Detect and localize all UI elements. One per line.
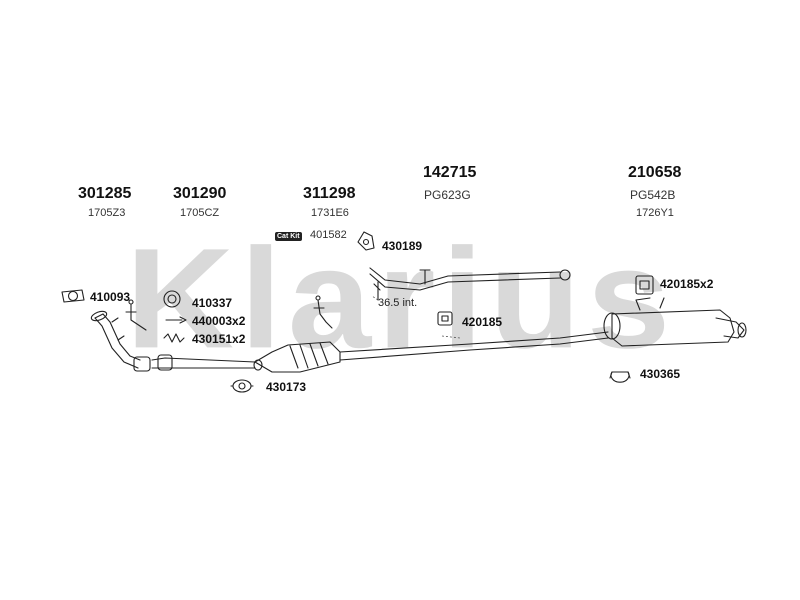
fitting-430173-label: 430173 — [266, 380, 307, 394]
oe-number-PG623G: PG623G — [424, 188, 471, 202]
fitting-410337-label: 410337 — [192, 296, 233, 310]
oe-number-1726Y1: 1726Y1 — [636, 207, 674, 219]
pipe-length-note: 36.5 int. — [378, 297, 418, 309]
part-number-311298: 311298 — [303, 185, 356, 202]
fitting-440003-label: 440003x2 — [192, 314, 246, 328]
part-number-301285: 301285 — [78, 185, 132, 202]
catalytic-converter — [253, 341, 341, 373]
gasket-410093-icon — [61, 289, 85, 303]
fitting-410093-label: 410093 — [90, 290, 131, 304]
intermediate-pipe — [151, 354, 256, 371]
cat-kit-number: 401582 — [310, 229, 347, 241]
centre-pipe — [339, 331, 609, 361]
clamp-430365-icon — [609, 371, 631, 383]
gasket-430173-icon — [230, 379, 254, 393]
fitting-420185x2-label: 420185x2 — [660, 277, 714, 291]
part-number-142715: 142715 — [423, 164, 477, 181]
fitting-430151-label: 430151x2 — [192, 332, 246, 346]
bolt-440003-icon — [165, 316, 187, 324]
rubber-420185x2-icon — [635, 275, 654, 295]
rubber-420185-icon — [437, 311, 453, 326]
sensor-front — [125, 299, 147, 331]
klarius-watermark-logo: Klarius — [125, 218, 677, 378]
oe-number-1705CZ: 1705CZ — [180, 207, 220, 219]
oe-number-PG542B: PG542B — [630, 188, 676, 202]
sensor-cat — [313, 295, 333, 329]
part-number-210658: 210658 — [628, 164, 682, 181]
cat-kit-label: Cat Kit 401582 — [275, 225, 347, 243]
fitting-430365-label: 430365 — [640, 367, 681, 381]
oe-number-1731E6: 1731E6 — [311, 207, 349, 219]
cat-kit-badge: Cat Kit — [275, 232, 302, 241]
hanger-430189-icon — [357, 231, 375, 251]
part-number-301290: 301290 — [173, 185, 227, 202]
fitting-430189-label: 430189 — [382, 239, 423, 253]
fitting-420185-label: 420185 — [462, 315, 503, 329]
pipe-section — [369, 267, 571, 301]
oe-number-1705Z3: 1705Z3 — [88, 207, 126, 219]
clamp-410337-icon — [163, 290, 181, 308]
spring-430151-icon — [163, 333, 185, 343]
front-downpipe — [90, 310, 151, 372]
rear-silencer — [603, 297, 747, 347]
